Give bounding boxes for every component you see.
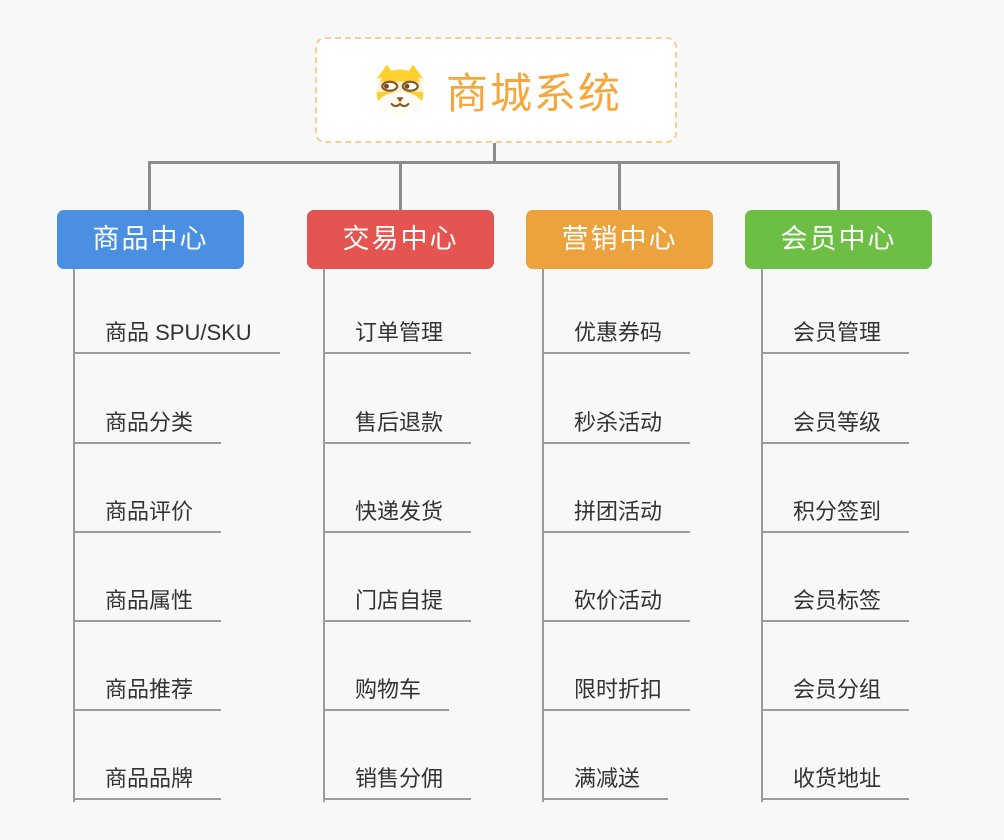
leaf-item[interactable]: 限时折扣	[542, 677, 691, 711]
leaf-item[interactable]: 购物车	[323, 677, 450, 711]
leaf-item[interactable]: 商品 SPU/SKU	[73, 320, 280, 354]
connector-horizontal-bar	[148, 161, 840, 164]
leaf-item[interactable]: 订单管理	[323, 320, 472, 354]
leaf-item[interactable]: 会员管理	[761, 320, 910, 354]
leaf-item[interactable]: 秒杀活动	[542, 410, 691, 444]
leaf-item[interactable]: 积分签到	[761, 499, 910, 533]
connector-drop-trade	[399, 161, 402, 210]
leaf-item[interactable]: 商品推荐	[73, 677, 222, 711]
leaf-item[interactable]: 会员分组	[761, 677, 910, 711]
leaf-item[interactable]: 满减送	[542, 766, 669, 800]
branch-header-member[interactable]: 会员中心	[745, 210, 932, 269]
leaf-item[interactable]: 会员标签	[761, 588, 910, 622]
leaf-item[interactable]: 门店自提	[323, 588, 472, 622]
leaf-item[interactable]: 会员等级	[761, 410, 910, 444]
leaf-item[interactable]: 销售分佣	[323, 766, 472, 800]
connector-drop-marketing	[618, 161, 621, 210]
shiba-dog-icon	[376, 64, 424, 117]
root-title: 商城系统	[445, 69, 622, 117]
leaf-item[interactable]: 优惠券码	[542, 320, 691, 354]
branch-spine-marketing	[542, 269, 544, 802]
leaf-item[interactable]: 商品评价	[73, 499, 222, 533]
connector-root-stub	[493, 143, 496, 161]
branch-header-marketing[interactable]: 营销中心	[526, 210, 713, 269]
leaf-item[interactable]: 快递发货	[323, 499, 472, 533]
branch-header-product[interactable]: 商品中心	[57, 210, 244, 269]
leaf-item[interactable]: 商品品牌	[73, 766, 222, 800]
leaf-item[interactable]: 商品属性	[73, 588, 222, 622]
root-node[interactable]: 商城系统	[315, 37, 677, 143]
leaf-item[interactable]: 售后退款	[323, 410, 472, 444]
branch-spine-member	[761, 269, 763, 802]
connector-drop-product	[148, 161, 151, 210]
leaf-item[interactable]: 商品分类	[73, 410, 222, 444]
branch-spine-trade	[323, 269, 325, 802]
branch-spine-product	[73, 269, 75, 802]
leaf-item[interactable]: 砍价活动	[542, 588, 691, 622]
connector-drop-member	[837, 161, 840, 210]
leaf-item[interactable]: 收货地址	[761, 766, 910, 800]
branch-header-trade[interactable]: 交易中心	[307, 210, 494, 269]
leaf-item[interactable]: 拼团活动	[542, 499, 691, 533]
